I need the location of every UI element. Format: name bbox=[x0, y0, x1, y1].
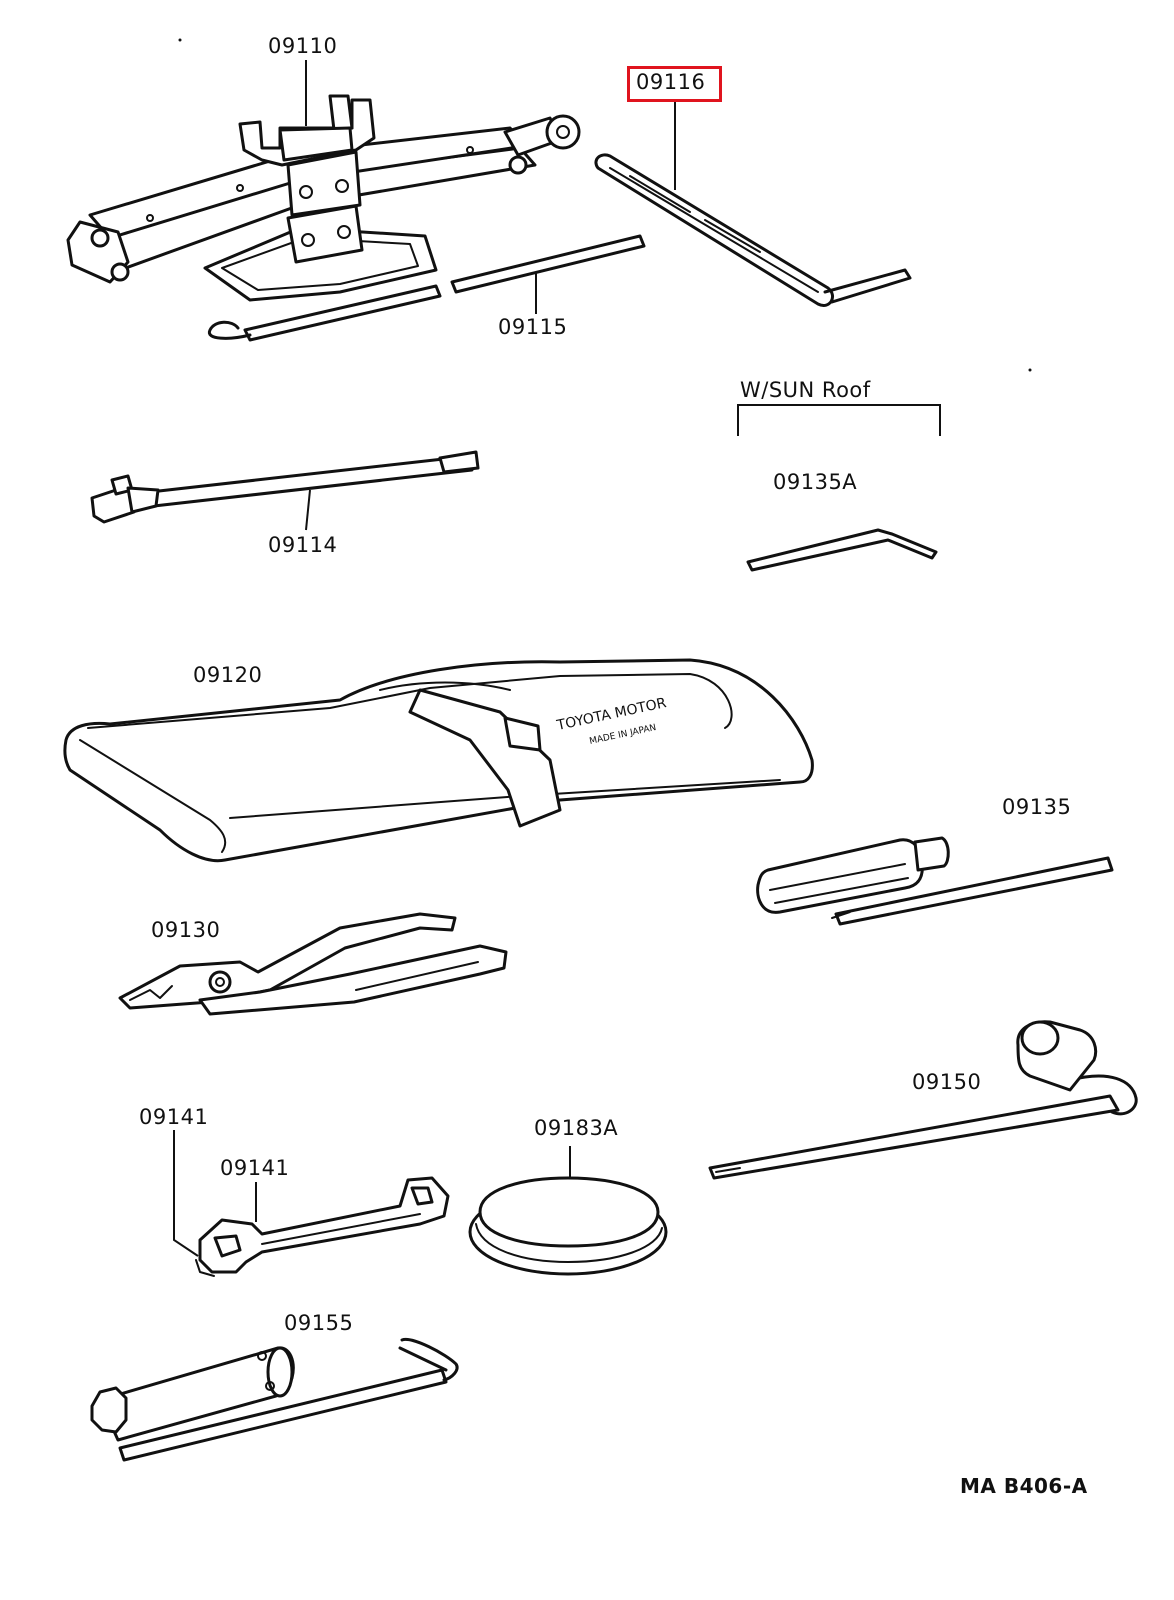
label-09135[interactable]: 09135 bbox=[1002, 795, 1072, 819]
label-09120[interactable]: 09120 bbox=[193, 663, 263, 687]
leader-lines bbox=[173, 60, 676, 1257]
label-09141-b[interactable]: 09141 bbox=[220, 1156, 290, 1180]
sunroof-bracket bbox=[737, 404, 941, 436]
sunroof-tool-09135A[interactable] bbox=[746, 528, 938, 572]
jack-handle-09116[interactable] bbox=[594, 153, 912, 307]
scissor-jack-09110[interactable] bbox=[66, 94, 581, 302]
label-09115[interactable]: 09115 bbox=[498, 315, 568, 339]
label-09110[interactable]: 09110 bbox=[268, 34, 338, 58]
cap-09183A[interactable] bbox=[468, 1176, 668, 1276]
tool-bag-09120[interactable]: TOYOTA MOTOR MADE IN JAPAN bbox=[63, 658, 814, 863]
speck bbox=[1028, 368, 1032, 372]
wrench-09141[interactable] bbox=[195, 1176, 450, 1277]
label-09130[interactable]: 09130 bbox=[151, 918, 221, 942]
extension-bar-09114[interactable] bbox=[90, 450, 480, 524]
label-09114[interactable]: 09114 bbox=[268, 533, 338, 557]
jack-handle-rod-09115[interactable] bbox=[207, 234, 646, 342]
label-09183A[interactable]: 09183A bbox=[534, 1116, 619, 1140]
label-09150[interactable]: 09150 bbox=[912, 1070, 982, 1094]
lug-wrench-09150[interactable] bbox=[708, 1020, 1138, 1180]
pliers-09130[interactable] bbox=[118, 912, 508, 1016]
sunroof-note: W/SUN Roof bbox=[740, 378, 871, 402]
highlight-box-09116 bbox=[627, 66, 722, 102]
screwdriver-09135[interactable] bbox=[756, 836, 1114, 926]
label-09135A[interactable]: 09135A bbox=[773, 470, 858, 494]
speck bbox=[178, 38, 182, 42]
label-09116[interactable]: 09116 bbox=[636, 70, 706, 94]
socket-wrench-09155[interactable] bbox=[90, 1337, 459, 1462]
label-09141-a[interactable]: 09141 bbox=[139, 1105, 209, 1129]
label-09155[interactable]: 09155 bbox=[284, 1311, 354, 1335]
diagram-code: MA B406-A bbox=[960, 1474, 1088, 1498]
